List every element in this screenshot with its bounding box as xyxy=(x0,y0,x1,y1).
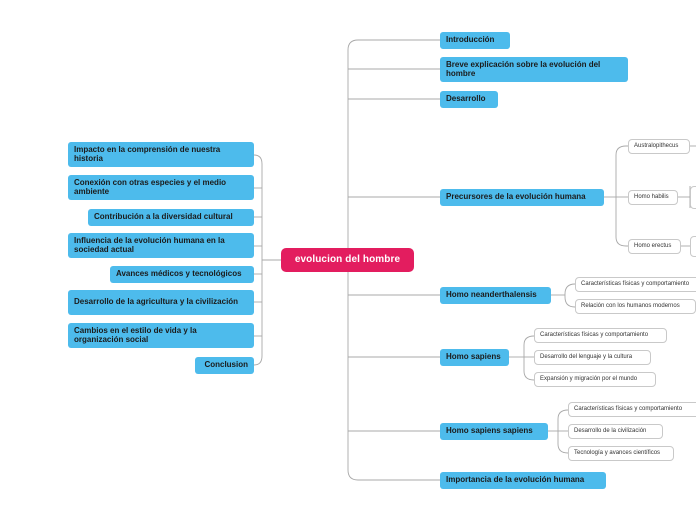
topic-homo-neanderthalensis[interactable]: Homo neanderthalensis xyxy=(440,287,551,304)
topic-impacto[interactable]: Impacto en la comprensión de nuestra his… xyxy=(68,142,254,167)
subtopic-australopithecus[interactable]: Australopithecus xyxy=(628,139,690,154)
central-topic-node[interactable]: evolucion del hombre xyxy=(281,248,414,272)
topic-label: Homo sapiens xyxy=(446,352,501,362)
topic-homo-sapiens-sapiens[interactable]: Homo sapiens sapiens xyxy=(440,423,548,440)
topic-label: Importancia de la evolución humana xyxy=(446,475,585,485)
connector-neander-trunk xyxy=(564,294,576,308)
connector-precursores-trunk xyxy=(615,155,628,247)
topic-homo-sapiens[interactable]: Homo sapiens xyxy=(440,349,509,366)
connector-sapiens-1 xyxy=(523,335,535,346)
subtopic-ss-tecnologia[interactable]: Tecnología y avances científicos xyxy=(568,446,674,461)
topic-label: Impacto en la comprensión de nuestra his… xyxy=(74,145,221,163)
topic-agricultura[interactable]: Desarrollo de la agricultura y la civili… xyxy=(68,290,254,315)
topic-label: Desarrollo xyxy=(446,94,486,104)
subtopic-habilis-child[interactable] xyxy=(690,186,696,209)
connector-precursores-australo xyxy=(615,145,628,156)
topic-avances[interactable]: Avances médicos y tecnológicos xyxy=(110,266,254,283)
topic-contribucion[interactable]: Contribución a la diversidad cultural xyxy=(88,209,254,226)
topic-breve-explicacion[interactable]: Breve explicación sobre la evolución del… xyxy=(440,57,628,82)
subtopic-label: Tecnología y avances científicos xyxy=(574,450,661,457)
connector-ss-1 xyxy=(557,409,569,420)
subtopic-label: Características físicas y comportamiento xyxy=(540,332,649,339)
subtopic-label: Relación con los humanos modernos xyxy=(581,303,680,310)
connector-right-intro xyxy=(347,39,440,51)
central-topic-label: evolucion del hombre xyxy=(294,253,401,265)
topic-label: Homo neanderthalensis xyxy=(446,290,537,300)
connector-left-trunk xyxy=(253,164,263,366)
subtopic-ss-civilizacion[interactable]: Desarrollo de la civilización xyxy=(568,424,663,439)
topic-conclusion[interactable]: Conclusion xyxy=(195,357,254,374)
subtopic-homo-erectus[interactable]: Homo erectus xyxy=(628,239,681,254)
connector-right-trunk xyxy=(347,50,359,481)
subtopic-ss-caracteristicas[interactable]: Características físicas y comportamiento xyxy=(568,402,696,417)
connector-left-impacto xyxy=(253,154,263,165)
topic-conexion[interactable]: Conexión con otras especies y el medio a… xyxy=(68,175,254,200)
topic-introduccion[interactable]: Introducción xyxy=(440,32,510,49)
topic-precursores[interactable]: Precursores de la evolución humana xyxy=(440,189,604,206)
topic-desarrollo[interactable]: Desarrollo xyxy=(440,91,498,108)
connector-sapiens-trunk xyxy=(523,345,535,381)
topic-importancia[interactable]: Importancia de la evolución humana xyxy=(440,472,606,489)
subtopic-label: Desarrollo de la civilización xyxy=(574,428,647,435)
topic-label: Conexión con otras especies y el medio a… xyxy=(74,178,227,196)
subtopic-label: Australopithecus xyxy=(634,143,679,150)
topic-label: Cambios en el estilo de vida y la organi… xyxy=(74,326,197,344)
subtopic-sapiens-lenguaje[interactable]: Desarrollo del lenguaje y la cultura xyxy=(534,350,651,365)
topic-cambios[interactable]: Cambios en el estilo de vida y la organi… xyxy=(68,323,254,348)
subtopic-label: Homo erectus xyxy=(634,243,672,250)
topic-label: Contribución a la diversidad cultural xyxy=(94,212,233,222)
topic-label: Conclusion xyxy=(204,360,248,370)
topic-label: Homo sapiens sapiens xyxy=(446,426,533,436)
subtopic-label: Homo habilis xyxy=(634,194,669,201)
connector-ss-trunk xyxy=(557,419,569,454)
topic-influencia[interactable]: Influencia de la evolución humana en la … xyxy=(68,233,254,258)
subtopic-label: Características físicas y comportamiento xyxy=(574,406,683,413)
topic-label: Introducción xyxy=(446,35,495,45)
topic-label: Precursores de la evolución humana xyxy=(446,192,586,202)
subtopic-erectus-child[interactable] xyxy=(690,236,696,257)
subtopic-sapiens-expansion[interactable]: Expansión y migración por el mundo xyxy=(534,372,656,387)
subtopic-sapiens-caracteristicas[interactable]: Características físicas y comportamiento xyxy=(534,328,667,343)
topic-label: Avances médicos y tecnológicos xyxy=(116,269,242,279)
connector-neander-1 xyxy=(564,283,576,295)
subtopic-label: Características físicas y comportamiento xyxy=(581,281,690,288)
topic-label: Influencia de la evolución humana en la … xyxy=(74,236,225,254)
subtopic-neander-caracteristicas[interactable]: Características físicas y comportamiento xyxy=(575,277,696,292)
subtopic-neander-relacion[interactable]: Relación con los humanos modernos xyxy=(575,299,696,314)
subtopic-homo-habilis[interactable]: Homo habilis xyxy=(628,190,678,205)
subtopic-label: Desarrollo del lenguaje y la cultura xyxy=(540,354,633,361)
topic-label: Breve explicación sobre la evolución del… xyxy=(446,60,601,78)
topic-label: Desarrollo de la agricultura y la civili… xyxy=(74,297,239,307)
subtopic-label: Expansión y migración por el mundo xyxy=(540,376,638,383)
